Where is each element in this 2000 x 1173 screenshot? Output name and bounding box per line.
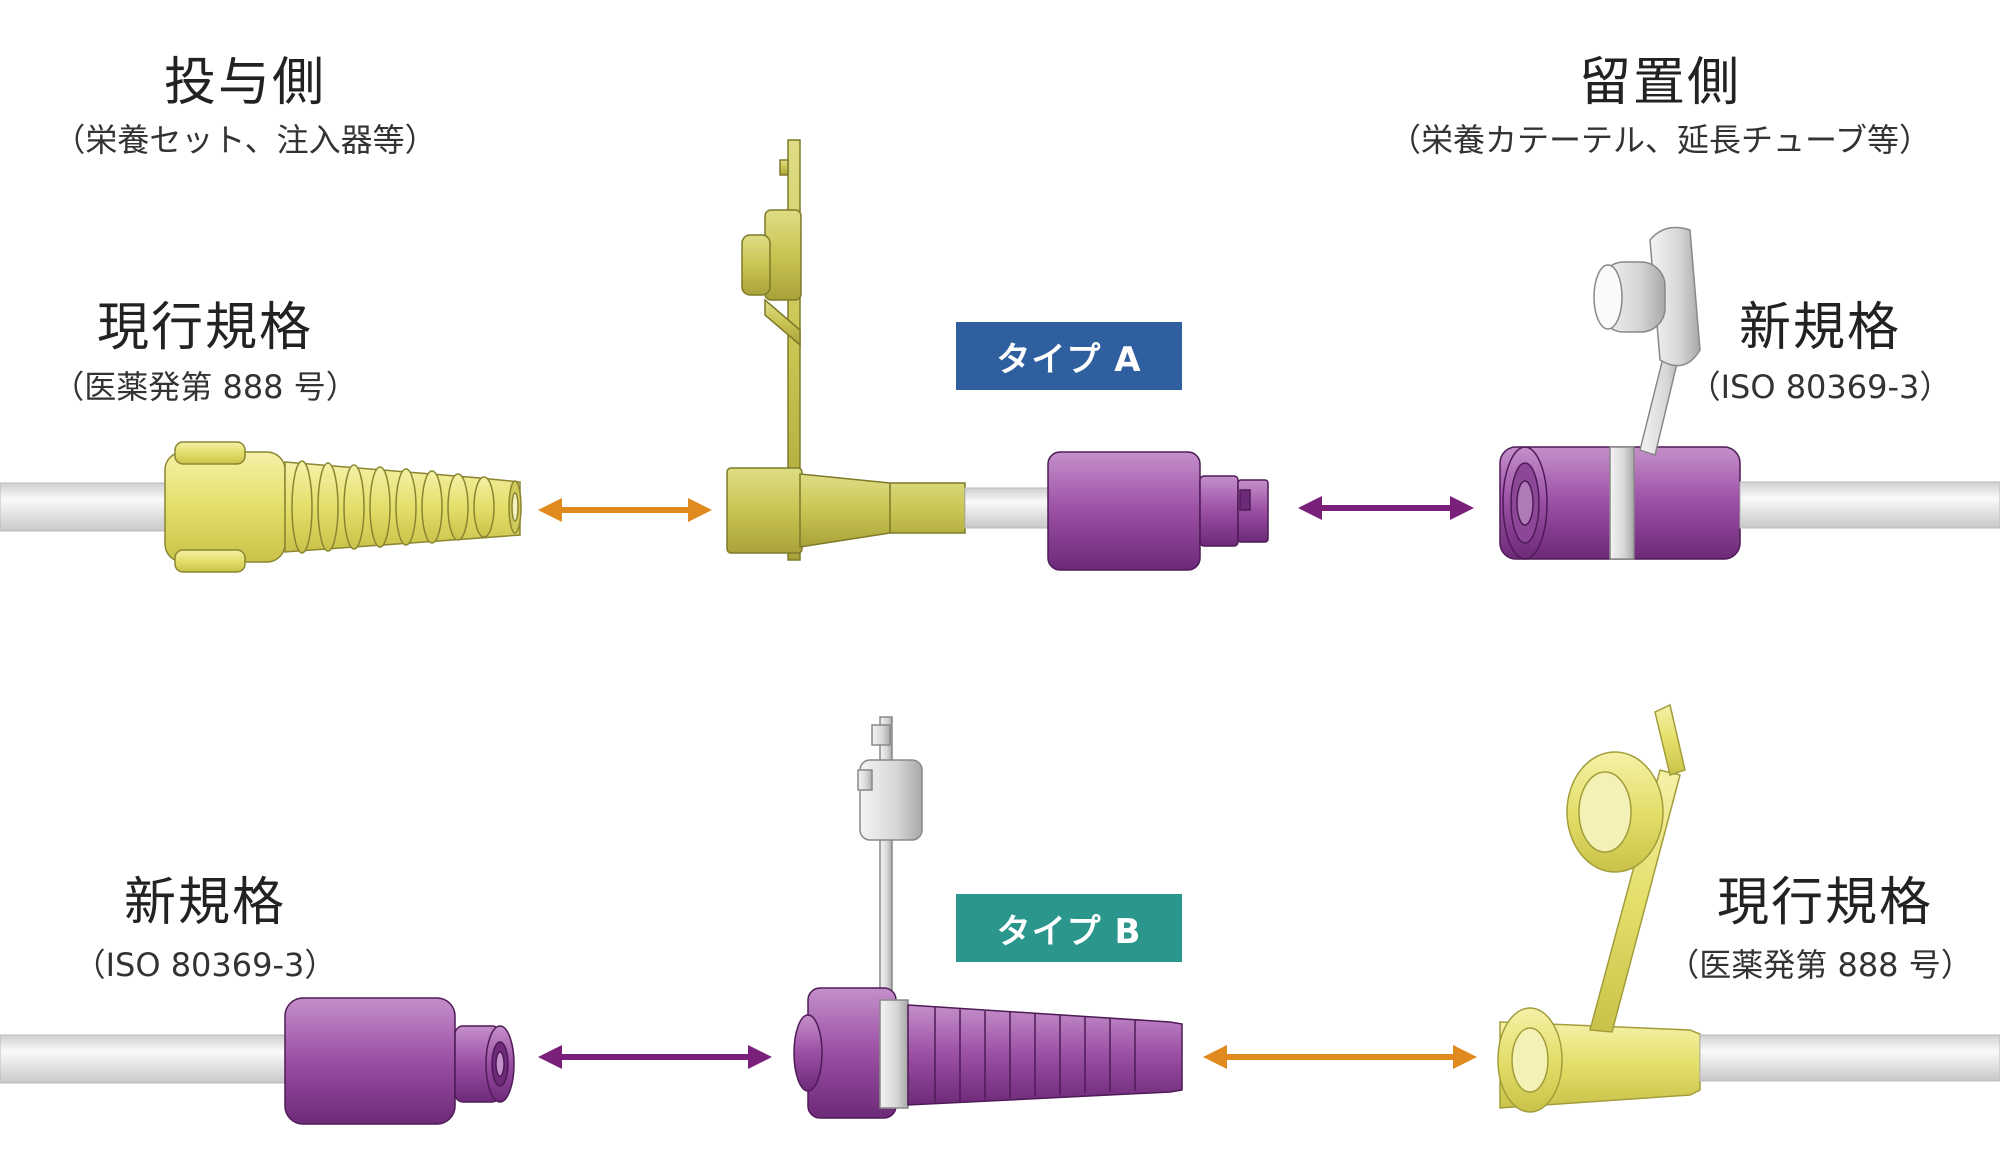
row-b-right-title: 現行規格 bbox=[1716, 873, 1933, 933]
new-std-female-connector-a bbox=[1499, 446, 1741, 560]
row-a-left-title: 現行規格 bbox=[96, 298, 313, 358]
gray-cap-a bbox=[1593, 226, 1701, 456]
tube-b-right bbox=[1699, 1034, 2000, 1082]
row-a-right-title: 新規格 bbox=[1738, 298, 1901, 358]
indwelling-side-subtitle: （栄養カテーテル、延長チューブ等） bbox=[1388, 121, 1932, 159]
row-b-left-subtitle: （ISO 80369-3） bbox=[73, 946, 337, 984]
type-b-adapter-cap bbox=[857, 716, 923, 1038]
row-a-left-subtitle: （医薬発第 888 号） bbox=[52, 368, 358, 406]
dispensing-side-title: 投与側 bbox=[163, 53, 326, 113]
indwelling-side-title: 留置側 bbox=[1578, 53, 1741, 113]
row-b-left-title: 新規格 bbox=[123, 873, 286, 933]
row-a-right-subtitle: （ISO 80369-3） bbox=[1688, 368, 1952, 406]
type-a-enfit-connector bbox=[1047, 451, 1269, 571]
current-std-male-connector-a bbox=[164, 441, 522, 573]
tube-a-right bbox=[1739, 481, 2000, 529]
tube-a-middle bbox=[964, 487, 1051, 529]
type-b-adapter-body bbox=[793, 987, 1183, 1119]
type-b-badge: タイプ B bbox=[956, 894, 1182, 962]
type-a-badge: タイプ A bbox=[956, 322, 1182, 390]
dispensing-side-subtitle: （栄養セット、注入器等） bbox=[53, 121, 437, 159]
row-b-right-subtitle: （医薬発第 888 号） bbox=[1667, 946, 1973, 984]
yellow-cap-b bbox=[1566, 703, 1686, 1033]
current-std-female-connector-b bbox=[1497, 1007, 1701, 1113]
tube-b-left bbox=[0, 1034, 301, 1084]
new-std-male-connector-b bbox=[284, 997, 515, 1125]
type-a-adapter bbox=[726, 139, 966, 561]
